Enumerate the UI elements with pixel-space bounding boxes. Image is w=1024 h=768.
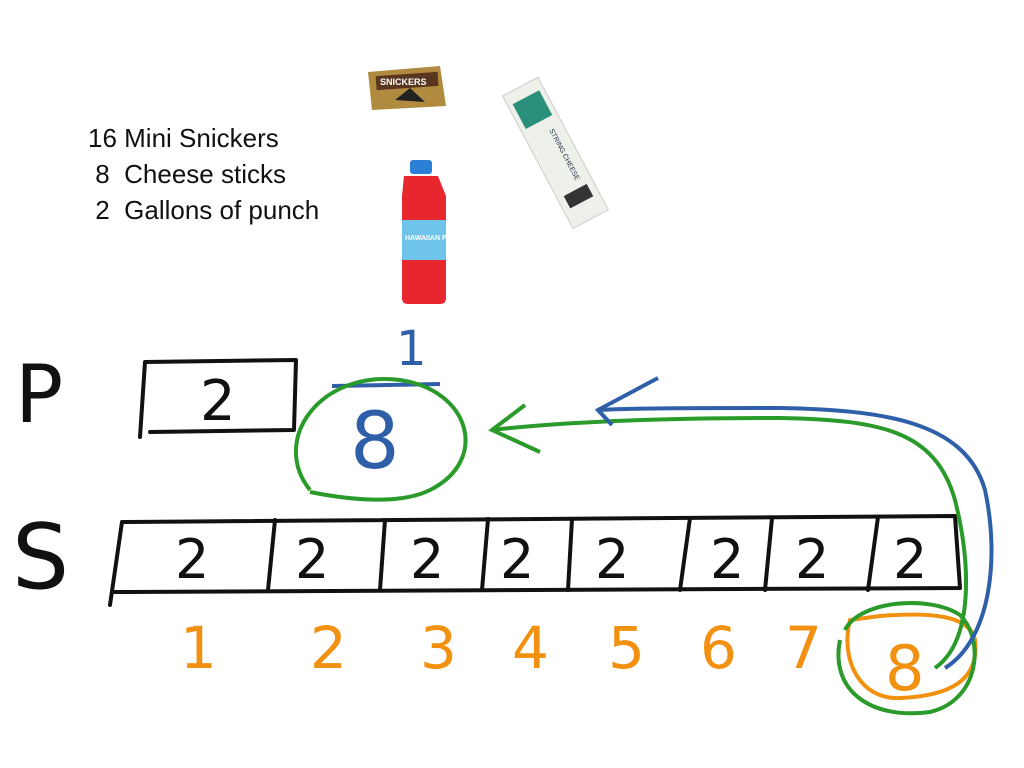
s-cell-value: 2	[175, 528, 209, 591]
p-label: P	[15, 348, 63, 441]
s-bar	[108, 514, 962, 607]
green-arrow	[491, 415, 969, 670]
s-count-label: 1	[180, 614, 217, 682]
cheese-stick-image: STRING CHEESE	[501, 76, 610, 230]
list-item: 16 Mini Snickers	[88, 123, 279, 153]
p-box-value: 2	[200, 369, 236, 434]
s-count-label: 5	[608, 614, 645, 682]
fraction-denominator: 8	[350, 397, 400, 487]
snickers-logo: SNICKERS	[380, 77, 427, 87]
s-cell-value: 2	[410, 528, 444, 591]
s-label: S	[12, 505, 69, 610]
punch-bottle-image: HAWAIIAN PUNCH	[402, 160, 467, 304]
blue-arrowhead-icon	[594, 376, 659, 427]
s-bar-dividers	[266, 515, 880, 592]
s-count-label: 8	[885, 632, 924, 705]
fraction-numerator: 1	[396, 321, 427, 377]
s-count-label: 7	[785, 614, 822, 682]
items-list: 16 Mini Snickers 8 Cheese sticks 2 Gallo…	[88, 120, 319, 228]
s-count-label: 6	[700, 614, 737, 682]
s-cell-value: 2	[595, 528, 629, 591]
blue-arrow	[597, 405, 994, 670]
s-count-label: 4	[512, 614, 549, 682]
s-count-label: 3	[420, 614, 457, 682]
s-count-label: 2	[310, 614, 347, 682]
p-box	[138, 358, 298, 439]
snickers-image: SNICKERS	[368, 66, 446, 110]
orange-circle-eight	[845, 612, 978, 701]
svg-text:HAWAIIAN PUNCH: HAWAIIAN PUNCH	[405, 235, 467, 242]
list-item: 8 Cheese sticks	[88, 159, 286, 189]
s-cell-value: 2	[795, 528, 829, 591]
green-circle-fraction	[293, 377, 468, 502]
green-arrowhead-icon	[488, 403, 541, 454]
s-cell-value: 2	[710, 528, 744, 591]
s-cell-value: 2	[295, 528, 329, 591]
list-item: 2 Gallons of punch	[88, 195, 320, 225]
s-cell-value: 2	[500, 528, 534, 591]
s-cell-value: 2	[893, 528, 927, 591]
green-circle-eight	[836, 601, 977, 716]
